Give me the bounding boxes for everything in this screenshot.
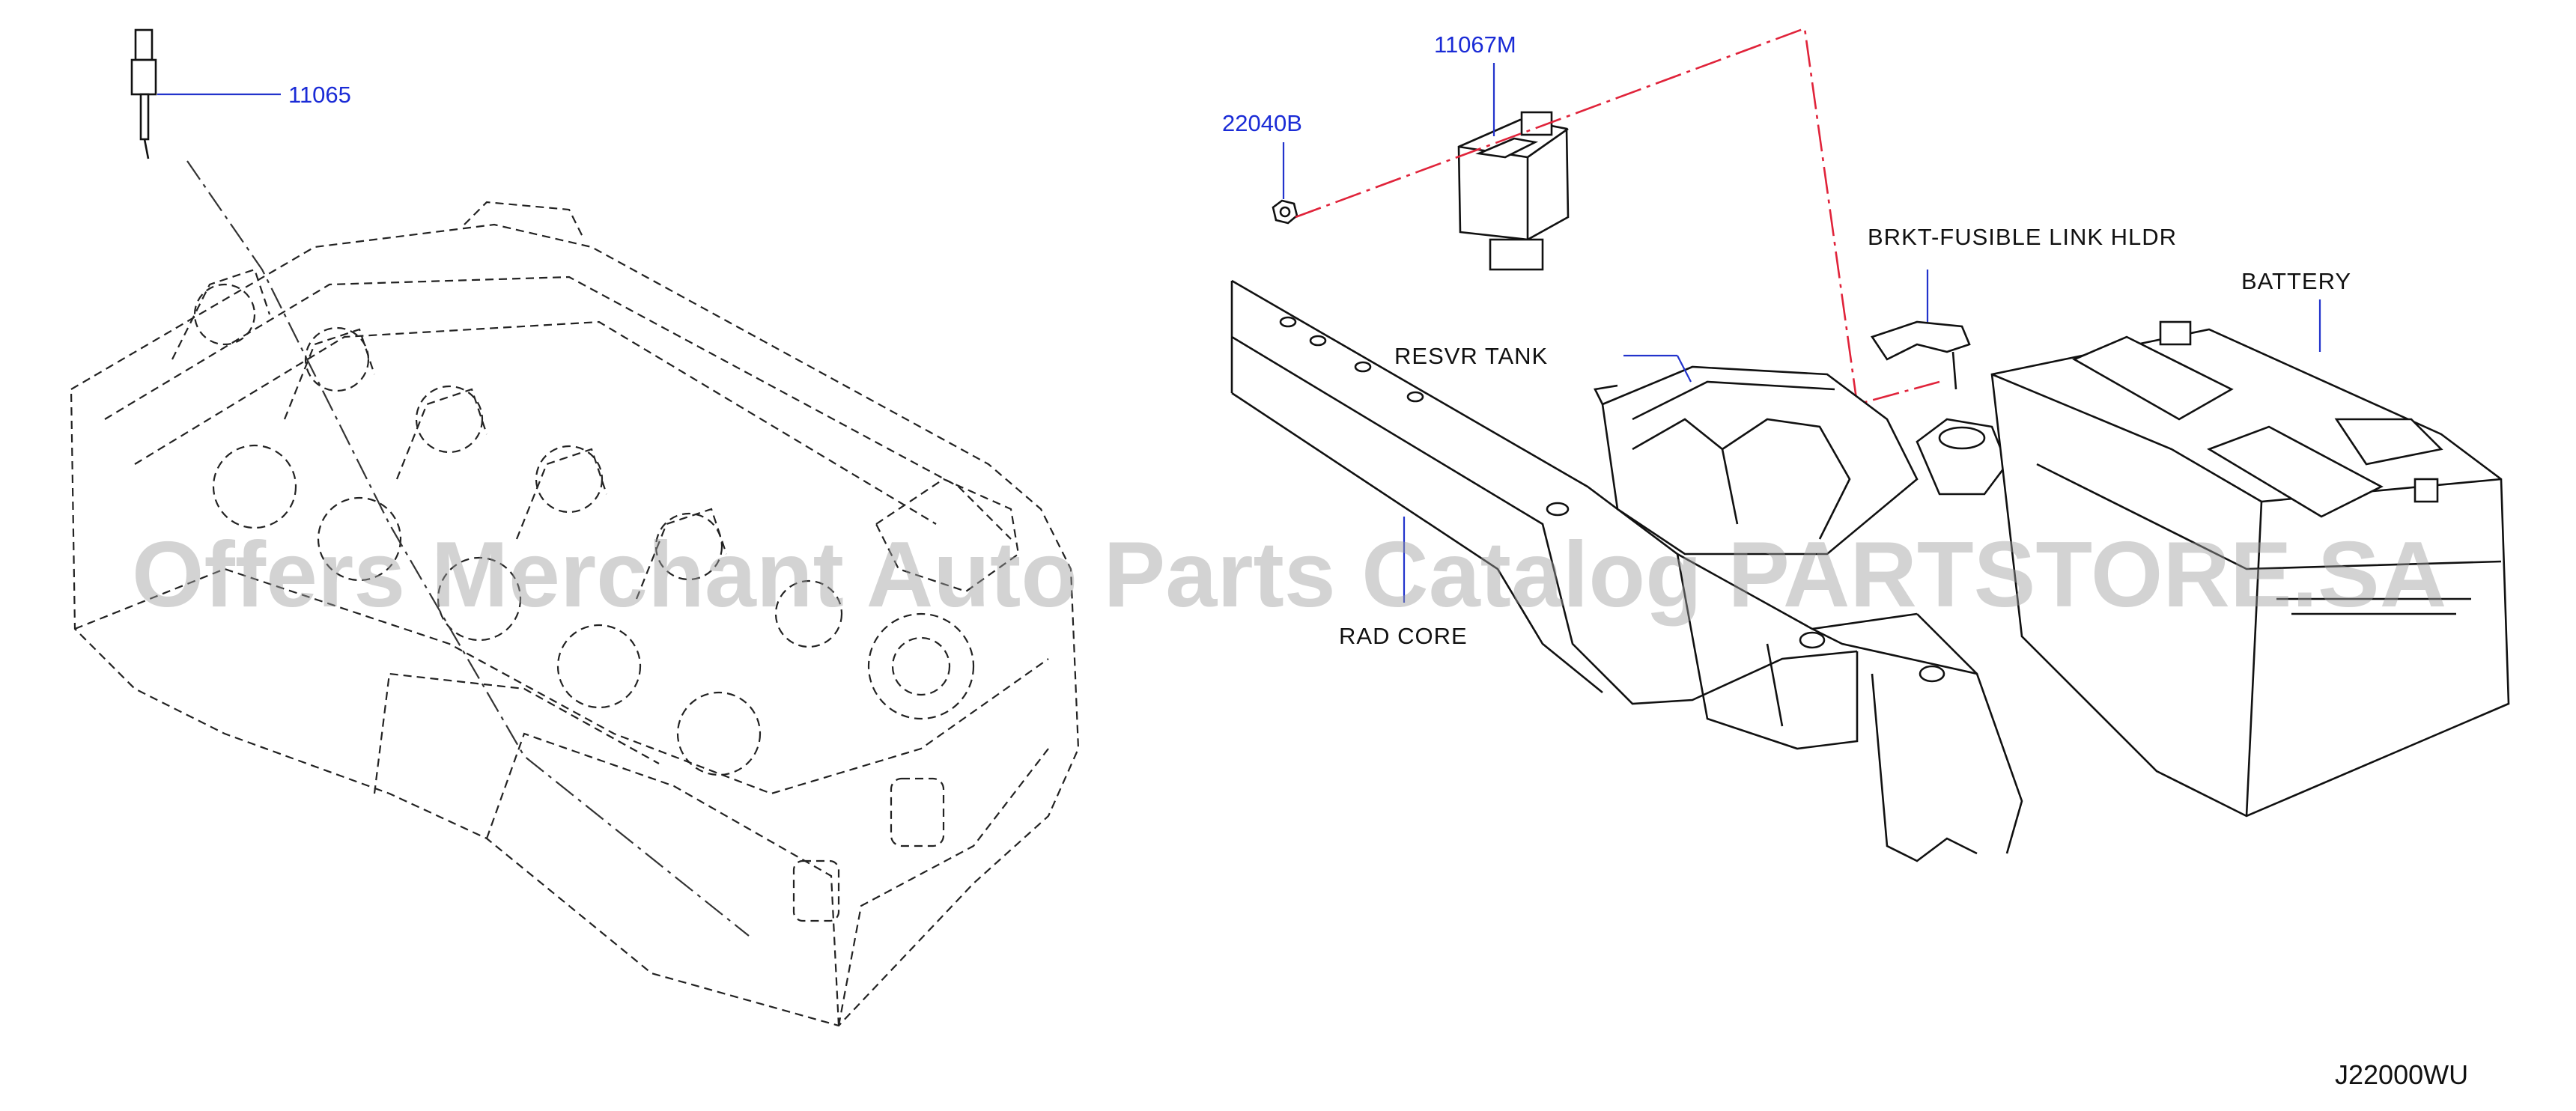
radiator-core-frame bbox=[1230, 279, 2023, 862]
leader-line-resvr-tank-tip bbox=[1677, 355, 1692, 383]
part-number-11065: 11065 bbox=[288, 82, 351, 108]
engine-block-outline bbox=[70, 160, 1080, 1027]
control-module-part bbox=[1457, 111, 1570, 271]
figure-code: J22000WU bbox=[2335, 1059, 2468, 1090]
fusible-link-bracket-part bbox=[1870, 320, 1971, 390]
part-number-11067m: 11067M bbox=[1434, 31, 1516, 58]
nut-part bbox=[1272, 199, 1298, 225]
watermark-text: Offers Merchant Auto Parts Catalog PARTS… bbox=[132, 523, 2446, 627]
battery-part bbox=[1990, 320, 2510, 818]
label-battery: BATTERY bbox=[2241, 268, 2351, 294]
label-rad-core: RAD CORE bbox=[1339, 623, 1468, 649]
spark-plug-part bbox=[130, 28, 157, 159]
label-brkt-fusible-link-hldr: BRKT-FUSIBLE LINK HLDR bbox=[1868, 224, 2177, 250]
label-resvr-tank: RESVR TANK bbox=[1394, 343, 1548, 369]
installation-path-line bbox=[1295, 27, 1940, 406]
part-number-22040b: 22040B bbox=[1222, 110, 1302, 136]
reservoir-tank-part bbox=[1594, 365, 2008, 556]
